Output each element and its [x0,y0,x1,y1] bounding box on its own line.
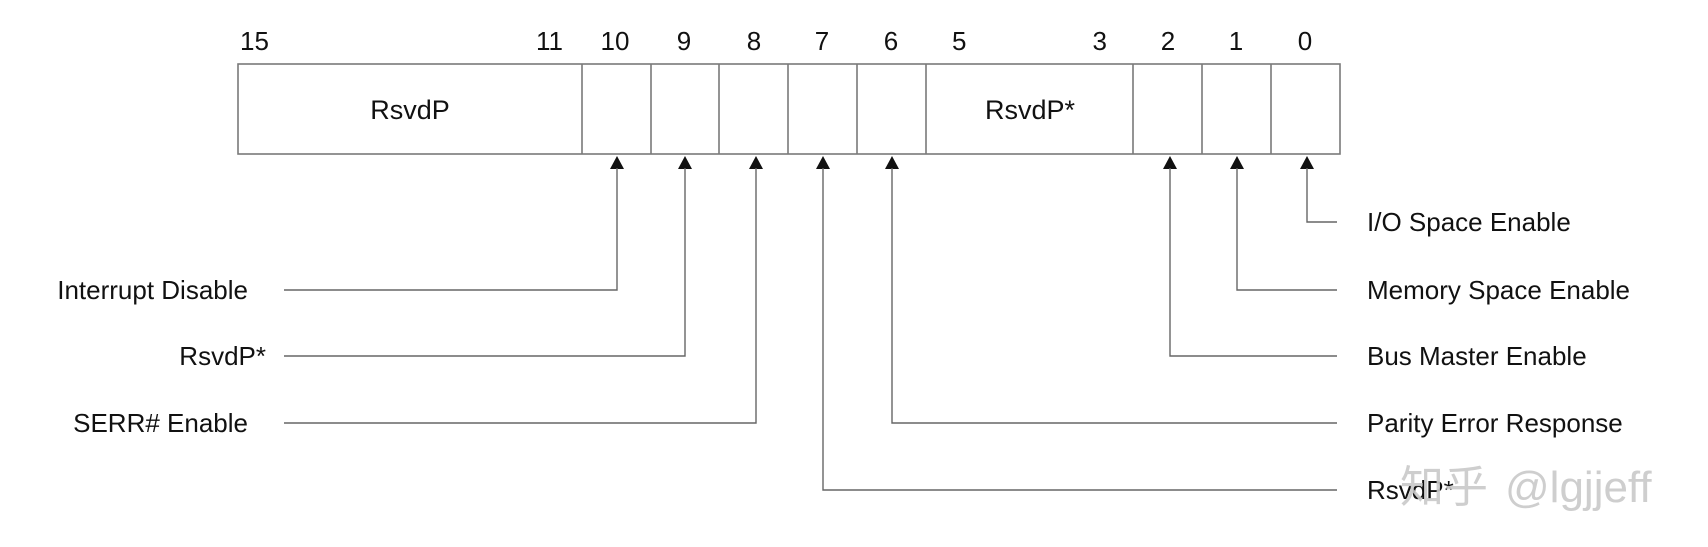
leader-bit7 [822,168,1337,491]
label-io-space-enable: I/O Space Enable [1367,207,1571,237]
bit-number-row: 15 11 10 9 8 7 6 5 3 2 1 0 [240,26,1312,56]
label-rsvdp-bit7: RsvdP* [1367,475,1454,505]
leader-bit6 [891,168,1337,424]
leader-bit9 [284,168,686,357]
label-serr-enable: SERR# Enable [73,408,248,438]
bit-number-8: 8 [747,26,761,56]
arrow-bit6 [885,156,899,169]
arrow-bit7 [816,156,830,169]
leader-bit2 [1169,168,1337,357]
bit-number-11: 11 [536,26,563,56]
label-memory-space-enable: Memory Space Enable [1367,275,1630,305]
leader-bit1 [1236,168,1337,291]
bit-number-7: 7 [815,26,829,56]
field-rsvdp-15-11: RsvdP [370,95,450,125]
label-bus-master-enable: Bus Master Enable [1367,341,1587,371]
arrow-bit9 [678,156,692,169]
arrow-bit8 [749,156,763,169]
bit-number-9: 9 [677,26,691,56]
right-labels: I/O Space Enable Memory Space Enable Bus… [1367,207,1630,505]
bit-number-15: 15 [240,26,269,56]
label-parity-error-response: Parity Error Response [1367,408,1623,438]
leader-lines [284,168,1337,491]
leader-bit10 [284,168,618,291]
bit-number-5: 5 [952,26,966,56]
watermark-handle: @lgjjeff [1505,463,1652,512]
leader-bit0 [1306,168,1337,223]
watermark: 知乎 @lgjjeff [1400,462,1652,513]
watermark-site: 知乎 [1400,462,1488,513]
leader-bit8 [284,168,757,424]
label-interrupt-disable: Interrupt Disable [57,275,248,305]
bit-number-0: 0 [1298,26,1312,56]
arrow-bit10 [610,156,624,169]
left-labels: Interrupt Disable RsvdP* SERR# Enable [57,275,266,438]
bit-number-3: 3 [1093,26,1107,56]
arrow-bit2 [1163,156,1177,169]
label-rsvdp-bit9: RsvdP* [179,341,266,371]
bit-number-1: 1 [1229,26,1243,56]
bit-number-2: 2 [1161,26,1175,56]
bit-arrows [610,156,1314,169]
field-rsvdp-5-3: RsvdP* [985,95,1076,125]
arrow-bit1 [1230,156,1244,169]
bit-number-10: 10 [601,26,630,56]
bit-number-6: 6 [884,26,898,56]
register-box: RsvdP RsvdP* [237,63,1341,155]
arrow-bit0 [1300,156,1314,169]
